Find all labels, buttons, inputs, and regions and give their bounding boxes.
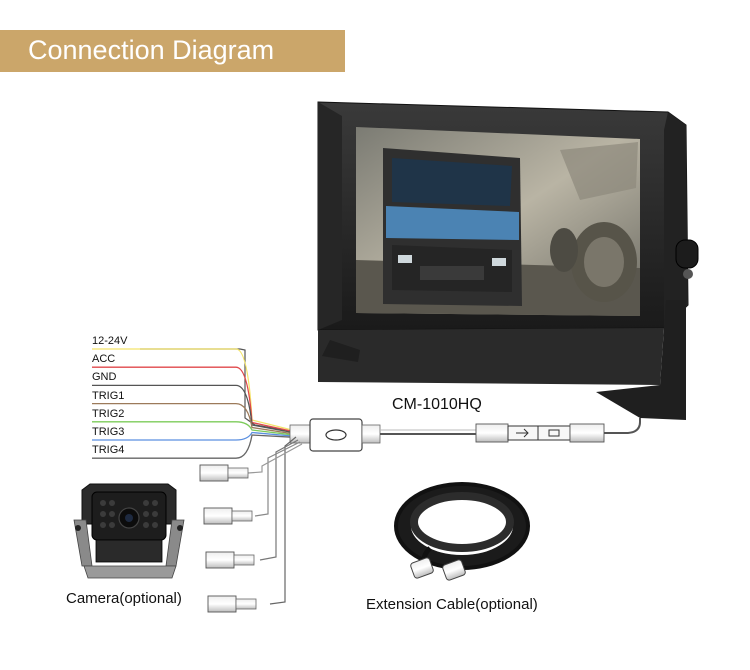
camera-input-branches bbox=[199, 436, 303, 613]
aviation-connector bbox=[475, 418, 641, 443]
power-wire-harness bbox=[92, 348, 297, 459]
truck-image bbox=[383, 148, 522, 306]
camera-plug bbox=[203, 507, 253, 525]
wire-line bbox=[92, 431, 293, 441]
page-title: Connection Diagram bbox=[28, 35, 275, 65]
model-label: CM-1010HQ bbox=[392, 396, 482, 413]
camera-image bbox=[73, 483, 185, 579]
title-banner: Connection Diagram bbox=[0, 30, 345, 72]
wire-label: GND bbox=[92, 371, 117, 384]
monitor-screen bbox=[356, 127, 640, 316]
camera-plugs bbox=[199, 464, 257, 613]
wire-label: 12-24V bbox=[92, 335, 128, 347]
extension-cable-image bbox=[394, 482, 530, 581]
extension-cable-label: Extension Cable(optional) bbox=[366, 596, 538, 613]
wire-label: TRIG1 bbox=[92, 389, 125, 402]
wire-lines bbox=[92, 348, 293, 459]
wire-label: TRIG2 bbox=[92, 407, 125, 420]
wire-line bbox=[92, 434, 293, 459]
camera-plug bbox=[199, 464, 249, 482]
harness-module bbox=[289, 418, 476, 452]
wire-line bbox=[92, 421, 293, 436]
wire-label: TRIG3 bbox=[92, 426, 125, 438]
camera-plug bbox=[205, 551, 255, 569]
wire-line bbox=[92, 402, 293, 435]
camera-plug bbox=[207, 595, 257, 613]
camera-label: Camera(optional) bbox=[66, 590, 182, 607]
wire-label: ACC bbox=[92, 353, 116, 366]
monitor: MENUCH1/◄CH2/►⏻CH3/▼CH4/▲MODE bbox=[317, 101, 699, 420]
mount-knob bbox=[675, 239, 699, 269]
wire-label: TRIG4 bbox=[92, 444, 125, 457]
